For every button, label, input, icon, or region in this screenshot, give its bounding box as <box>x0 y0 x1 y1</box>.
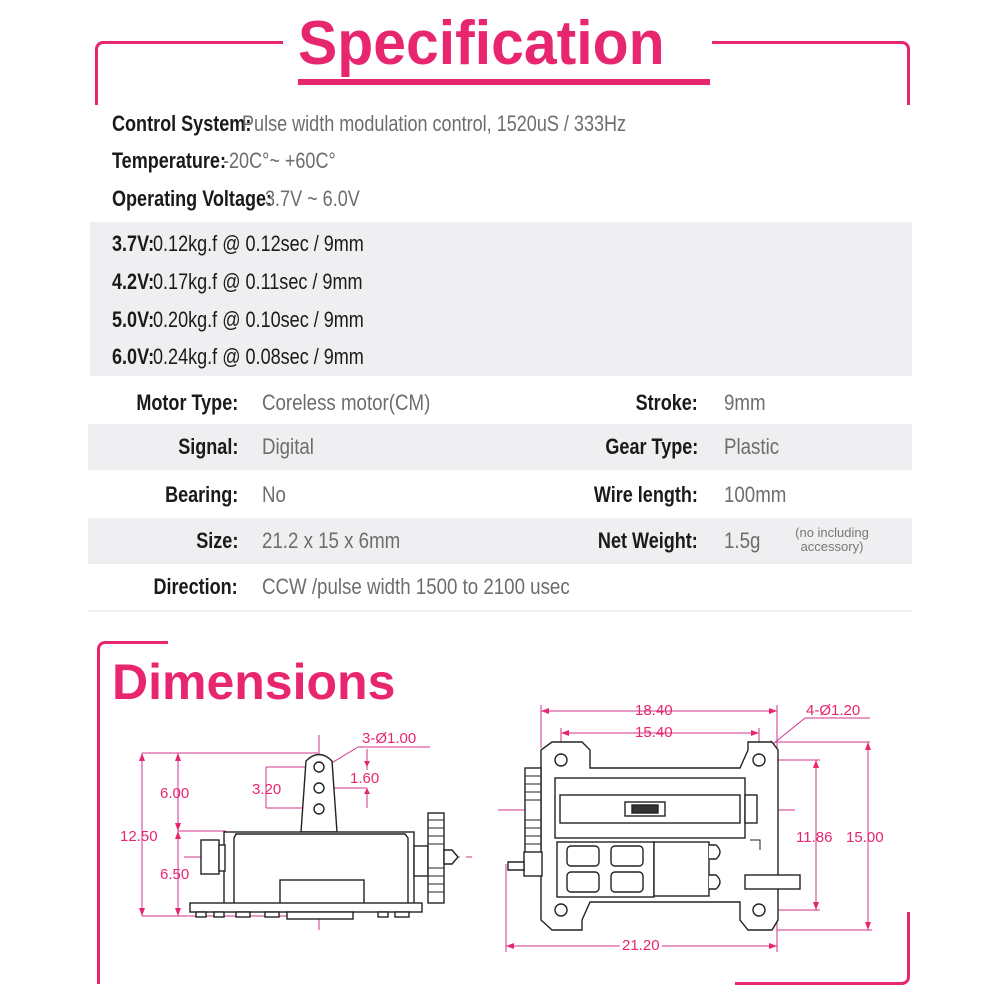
dim-frame-bottom-right <box>735 912 910 985</box>
voltage-ratings-band <box>90 222 912 376</box>
voltage-label: 4.2V: <box>112 269 155 294</box>
spec-label: Control System: <box>112 111 252 136</box>
gear-type-label: Gear Type: <box>605 434 698 459</box>
spec-label: Operating Voltage: <box>112 186 273 211</box>
spec-table-bottom-divider <box>88 610 912 612</box>
dim-side-hole-pitch: 1.60 <box>350 770 380 787</box>
bearing-value: No <box>262 482 286 507</box>
voltage-rating-row: 4.2V:0.17kg.f @ 0.11sec / 9mm <box>112 268 926 296</box>
dim-side-lower-height: 6.50 <box>160 866 190 883</box>
voltage-label: 3.7V: <box>112 231 155 256</box>
dim-top-outer-height: 15.00 <box>846 829 884 846</box>
voltage-rating-row: 3.7V:0.12kg.f @ 0.12sec / 9mm <box>112 230 926 258</box>
bearing-label: Bearing: <box>164 482 238 507</box>
wire-length-label: Wire length: <box>593 482 698 507</box>
spec-frame-top-right-drop <box>907 55 910 105</box>
voltage-rating-row: 6.0V:0.24kg.f @ 0.08sec / 9mm <box>112 343 926 371</box>
spec-value: Pulse width modulation control, 1520uS /… <box>241 111 627 136</box>
net-weight-label: Net Weight: <box>598 528 698 553</box>
spec-control-system: Control System:Pulse width modulation co… <box>112 110 926 138</box>
dim-side-holes: 3-Ø1.00 <box>362 730 417 747</box>
dimensions-title: Dimensions <box>112 654 396 710</box>
spec-table-row-direction: Direction: CCW /pulse width 1500 to 2100… <box>88 564 912 610</box>
motor-type-label: Motor Type: <box>136 390 238 415</box>
dim-top-holes: 4-Ø1.20 <box>806 702 861 719</box>
spec-frame-top-right <box>712 41 910 64</box>
voltage-value: 0.17kg.f @ 0.11sec / 9mm <box>153 269 363 294</box>
motor-type-value: Coreless motor(CM) <box>262 390 431 415</box>
note-line: (no including <box>795 525 869 540</box>
size-label: Size: <box>195 528 238 553</box>
dim-side-upper-height: 6.00 <box>160 785 190 802</box>
dim-top-outer-width: 18.40 <box>635 702 673 719</box>
dim-top-total-length: 21.20 <box>620 937 662 954</box>
dim-side-total-height: 12.50 <box>120 828 158 845</box>
size-value: 21.2 x 15 x 6mm <box>262 528 401 553</box>
gear-type-value: Plastic <box>724 434 780 459</box>
voltage-value: 0.24kg.f @ 0.08sec / 9mm <box>153 344 365 369</box>
spec-value: 3.7V ~ 6.0V <box>265 186 360 211</box>
wire-length-value: 100mm <box>724 482 787 507</box>
spec-table-row-motor: Motor Type: Coreless motor(CM) Stroke: 9… <box>88 380 912 426</box>
voltage-value: 0.20kg.f @ 0.10sec / 9mm <box>153 307 365 332</box>
stroke-label: Stroke: <box>635 390 698 415</box>
dim-top-hole-spacing-x: 15.40 <box>635 724 673 741</box>
specification-title: Specification <box>298 9 665 78</box>
dim-top-hole-spacing-y: 11.86 <box>796 829 833 846</box>
voltage-rating-row: 5.0V:0.20kg.f @ 0.10sec / 9mm <box>112 306 926 334</box>
spec-value: -20C°~ +60C° <box>222 148 336 173</box>
net-weight-note: (no including accessory) <box>786 526 878 554</box>
spec-temperature: Temperature:-20C°~ +60C° <box>112 147 926 175</box>
spec-label: Temperature: <box>112 148 226 173</box>
direction-value: CCW /pulse width 1500 to 2100 usec <box>262 574 570 599</box>
signal-value: Digital <box>262 434 314 459</box>
spec-table-row-size: Size: 21.2 x 15 x 6mm Net Weight: 1.5g (… <box>88 518 912 564</box>
dim-frame-top-left <box>97 641 168 984</box>
signal-label: Signal: <box>177 434 238 459</box>
net-weight-value: 1.5g <box>724 528 761 553</box>
spec-operating-voltage: Operating Voltage:3.7V ~ 6.0V <box>112 185 926 213</box>
voltage-label: 5.0V: <box>112 307 155 332</box>
voltage-label: 6.0V: <box>112 344 155 369</box>
spec-frame-top-left <box>95 41 283 64</box>
spec-table-row-signal: Signal: Digital Gear Type: Plastic <box>88 424 912 470</box>
stroke-value: 9mm <box>724 390 766 415</box>
voltage-value: 0.12kg.f @ 0.12sec / 9mm <box>153 231 365 256</box>
direction-label: Direction: <box>153 574 238 599</box>
specification-underline <box>298 79 710 85</box>
note-line: accessory) <box>800 539 864 554</box>
spec-table-row-bearing: Bearing: No Wire length: 100mm <box>88 472 912 518</box>
dim-side-hole-span: 3.20 <box>252 781 282 798</box>
spec-frame-top-left-drop <box>95 55 98 105</box>
